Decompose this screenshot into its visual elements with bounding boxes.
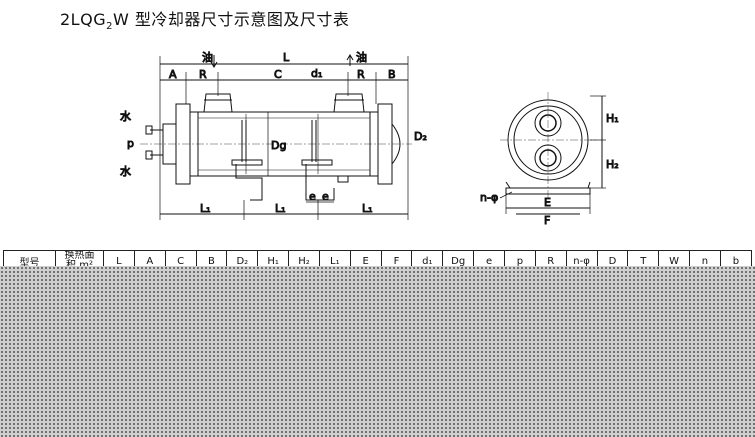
label-oil-out: 油 xyxy=(356,50,367,64)
title-text: W 型冷却器尺寸示意图及尺寸表 xyxy=(112,10,350,29)
label-water-bottom: 水 xyxy=(120,165,131,178)
label-n-phi: n-φ xyxy=(480,191,498,204)
support-left xyxy=(235,164,263,201)
label-A: A xyxy=(169,68,177,81)
support-right xyxy=(305,164,335,201)
label-F: F xyxy=(544,214,550,227)
oil-outlet-nozzle xyxy=(333,93,365,113)
label-H1: H₁ xyxy=(606,112,619,125)
title-model: 2LQG xyxy=(60,10,107,29)
title-subscript: 2 xyxy=(106,21,113,33)
label-D2: D₂ xyxy=(414,130,427,143)
label-L1-left: L₁ xyxy=(200,202,211,215)
label-L1-right: L₁ xyxy=(362,202,373,215)
cooler-drawing: 油 油 L A R C d₁ R B 水 水 p Dg D₂ L₁ L₁ L₁ … xyxy=(120,50,620,228)
label-d1: d₁ xyxy=(311,67,322,80)
label-H2: H₂ xyxy=(606,158,619,171)
label-water-top: 水 xyxy=(120,110,131,123)
label-C: C xyxy=(274,68,282,81)
dotted-overlay xyxy=(0,266,755,437)
label-e1: e xyxy=(309,190,316,203)
label-R-left: R xyxy=(199,68,207,81)
label-L: L xyxy=(283,51,290,64)
label-E: E xyxy=(544,196,551,209)
label-p: p xyxy=(127,137,134,150)
side-view xyxy=(140,54,412,220)
end-view xyxy=(499,92,606,215)
header-area-line1: 换热面 xyxy=(64,250,95,261)
label-B: B xyxy=(388,68,396,81)
label-e2: e xyxy=(322,190,329,203)
label-oil-in: 油 xyxy=(202,50,213,64)
label-L1-mid: L₁ xyxy=(275,202,286,215)
oil-inlet-nozzle xyxy=(203,93,233,113)
header-area-line2: 积 m² xyxy=(66,260,93,271)
label-R-right: R xyxy=(357,68,365,81)
page-title: 2LQG2W 型冷却器尺寸示意图及尺寸表 xyxy=(60,6,349,32)
label-Dg: Dg xyxy=(271,139,286,152)
